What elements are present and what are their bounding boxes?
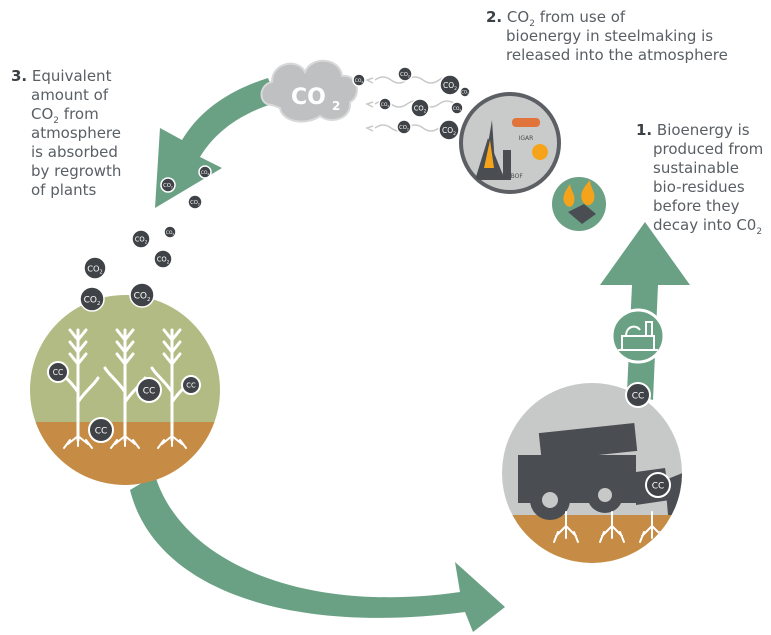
bioenergy-flames-icon	[563, 180, 595, 207]
svg-text:CO2: CO2	[84, 296, 101, 307]
svg-text:CC: CC	[53, 368, 63, 377]
cc-bubble: CC	[181, 375, 201, 395]
step-2-label: 2. CO2 from use of bioenergy in steelmak…	[486, 8, 728, 64]
svg-text:CO2: CO2	[399, 125, 409, 131]
biomass-pellet-icon	[568, 204, 596, 224]
svg-text:CC: CC	[632, 392, 645, 402]
co2-bubble: CO2	[450, 101, 464, 115]
co2-bubble: CO2	[410, 98, 430, 118]
co2-bubble: CO2	[378, 97, 392, 111]
co2-bubble: CO2	[438, 119, 460, 141]
step-1-label: 1. Bioenergy is produced from sustainabl…	[636, 121, 764, 237]
co2-bubble: CO2	[439, 74, 461, 96]
bioenergy-circle	[552, 177, 606, 231]
step-3-co2-line: CO2 from	[31, 105, 99, 126]
cc-bubble: CC	[136, 377, 162, 403]
cc-bubble: CC	[625, 382, 651, 408]
step-3-label: 3. Equivalent amount of CO2 from atmosph…	[11, 67, 122, 199]
co2-bubble: CO2	[352, 73, 366, 87]
svg-text:CO2: CO2	[87, 263, 102, 275]
cloud-co2-subscript: 2	[332, 99, 340, 113]
roots-icon	[63, 429, 187, 449]
steel-plant-icon: IGAR BF-BOF	[475, 118, 548, 180]
svg-text:CC: CC	[95, 427, 108, 437]
co2-bubble: CO2	[83, 256, 107, 280]
wheat-plants-icon	[56, 328, 194, 442]
svg-text:CO2: CO2	[157, 256, 170, 265]
co2-bubble: CO2	[153, 249, 173, 269]
steel-plant-circle: IGAR BF-BOF	[459, 92, 561, 194]
svg-text:CO2: CO2	[134, 292, 151, 303]
svg-text:CO2: CO2	[201, 170, 210, 176]
co2-cloud-icon: CO 2	[260, 59, 358, 123]
svg-text:CO2: CO2	[135, 236, 148, 245]
bf-bof-label: BF-BOF	[501, 173, 523, 180]
arrow-cloud-to-plants	[155, 78, 278, 208]
co2-bubble: CO2	[187, 194, 203, 210]
co2-bubble: CO2	[396, 119, 412, 135]
co2-bubble: CO2	[160, 177, 176, 193]
cc-bubble: CC	[47, 361, 69, 383]
svg-text:CC: CC	[186, 382, 196, 390]
igar-label: IGAR	[519, 135, 534, 142]
svg-text:CO2: CO2	[355, 78, 364, 84]
plants-circle	[30, 295, 220, 485]
co2-bubble: CO2	[397, 66, 413, 82]
co2-bubble: CO2	[79, 286, 105, 312]
co2-bubble: CO2	[459, 86, 471, 98]
svg-text:CC: CC	[143, 387, 156, 397]
svg-text:CO2: CO2	[442, 126, 456, 137]
svg-text:CO2: CO2	[443, 81, 457, 92]
svg-text:CO2: CO2	[414, 105, 427, 114]
svg-text:CO2: CO2	[190, 200, 200, 206]
co2-bubble: CO2	[129, 282, 155, 308]
svg-text:CO2: CO2	[453, 106, 462, 112]
roots-icon	[553, 511, 665, 543]
co2-bubble: CO2	[163, 225, 177, 239]
cloud-co2-text: CO	[291, 85, 326, 110]
svg-text:CC: CC	[652, 482, 665, 492]
svg-text:CO2: CO2	[381, 102, 390, 108]
co2-bubble: CO2	[198, 165, 212, 179]
svg-text:CO2: CO2	[166, 230, 175, 236]
arrow-plants-to-harvest	[130, 475, 505, 632]
svg-text:CO2: CO2	[461, 90, 469, 96]
power-plant-circle	[610, 308, 666, 364]
svg-text:CO2: CO2	[400, 72, 410, 78]
cc-bubble: CC	[645, 472, 671, 498]
co2-bubble: CO2	[131, 229, 151, 249]
power-plant-icon	[618, 321, 658, 351]
cc-bubble: CC	[88, 417, 114, 443]
svg-text:CO2: CO2	[163, 183, 173, 189]
